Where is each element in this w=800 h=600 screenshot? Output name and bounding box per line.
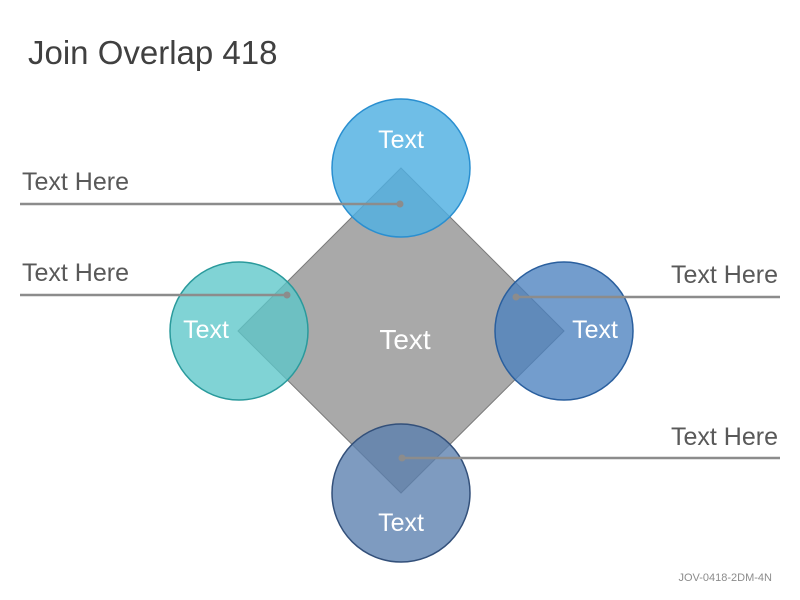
slide-title: Join Overlap 418 xyxy=(28,34,278,71)
callout-label-mid-left: Text Here xyxy=(22,259,129,287)
circle-top-label: Text xyxy=(378,126,424,154)
callout-label-top-left: Text Here xyxy=(22,168,129,196)
circle-left-label: Text xyxy=(183,316,229,344)
callout-dot-mid-right xyxy=(512,293,520,301)
callout-label-mid-right: Text Here xyxy=(671,261,778,289)
circle-top xyxy=(331,98,471,238)
callout-dot-bottom-right xyxy=(398,454,406,462)
circle-right-label: Text xyxy=(572,316,618,344)
circle-left xyxy=(169,261,309,401)
center-label: Text xyxy=(379,324,431,355)
circle-bottom-label: Text xyxy=(378,509,424,537)
footer-code: JOV-0418-2DM-4N xyxy=(678,572,772,584)
callout-dot-mid-left xyxy=(283,291,291,299)
circle-bottom xyxy=(331,423,471,563)
callout-label-bottom-right: Text Here xyxy=(671,423,778,451)
callout-dot-top-left xyxy=(396,200,404,208)
